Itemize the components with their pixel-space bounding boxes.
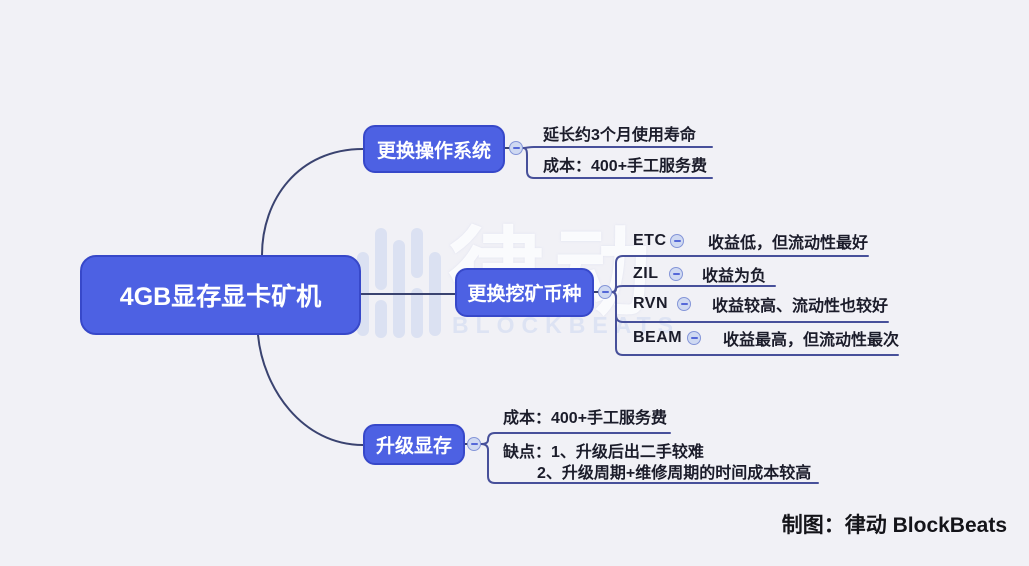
branch-topic-coins[interactable]: 更换挖矿币种 <box>455 268 594 317</box>
watermark-bar <box>393 240 405 338</box>
coin-topic-zil[interactable]: ZIL <box>633 265 659 282</box>
leaf-topic-upgrade-con-1[interactable]: 缺点：1、升级后出二手较难 <box>503 444 704 461</box>
leaf-topic-os-cost[interactable]: 成本：400+手工服务费 <box>543 158 708 175</box>
minus-icon <box>690 337 698 339</box>
coin-desc-etc[interactable]: 收益低，但流动性最好 <box>708 235 869 252</box>
coin-topic-beam[interactable]: BEAM <box>633 329 683 346</box>
minus-icon <box>672 273 680 275</box>
collapse-toggle-icon[interactable] <box>669 267 683 281</box>
root-topic[interactable]: 4GB显存显卡矿机 <box>80 255 361 335</box>
minus-icon <box>512 147 520 149</box>
collapse-toggle-icon[interactable] <box>598 285 612 299</box>
watermark-bar <box>375 228 387 290</box>
watermark-bar <box>411 288 423 338</box>
minus-icon <box>470 443 478 445</box>
attribution-text: 制图：律动 BlockBeats <box>781 514 1007 537</box>
leaf-topic-upgrade-cost[interactable]: 成本：400+手工服务费 <box>503 410 668 427</box>
collapse-toggle-icon[interactable] <box>677 297 691 311</box>
minus-icon <box>680 303 688 305</box>
collapse-toggle-icon[interactable] <box>670 234 684 248</box>
leaf-topic-lifespan[interactable]: 延长约3个月使用寿命 <box>543 127 696 144</box>
coin-topic-rvn[interactable]: RVN <box>633 295 668 312</box>
branch-topic-os[interactable]: 更换操作系统 <box>363 125 505 173</box>
collapse-toggle-icon[interactable] <box>509 141 523 155</box>
coin-topic-etc[interactable]: ETC <box>633 232 667 249</box>
watermark-bar <box>411 228 423 278</box>
collapse-toggle-icon[interactable] <box>687 331 701 345</box>
coin-desc-beam[interactable]: 收益最高，但流动性最次 <box>723 332 900 349</box>
watermark-bar <box>375 300 387 338</box>
minus-icon <box>673 240 681 242</box>
collapse-toggle-icon[interactable] <box>467 437 481 451</box>
minus-icon <box>601 291 609 293</box>
coin-desc-zil[interactable]: 收益为负 <box>702 268 767 285</box>
branch-topic-upgrade[interactable]: 升级显存 <box>363 424 465 465</box>
leaf-topic-upgrade-con-2[interactable]: 2、升级周期+维修周期的时间成本较高 <box>537 465 812 482</box>
coin-desc-rvn[interactable]: 收益较高、流动性也较好 <box>712 298 889 315</box>
